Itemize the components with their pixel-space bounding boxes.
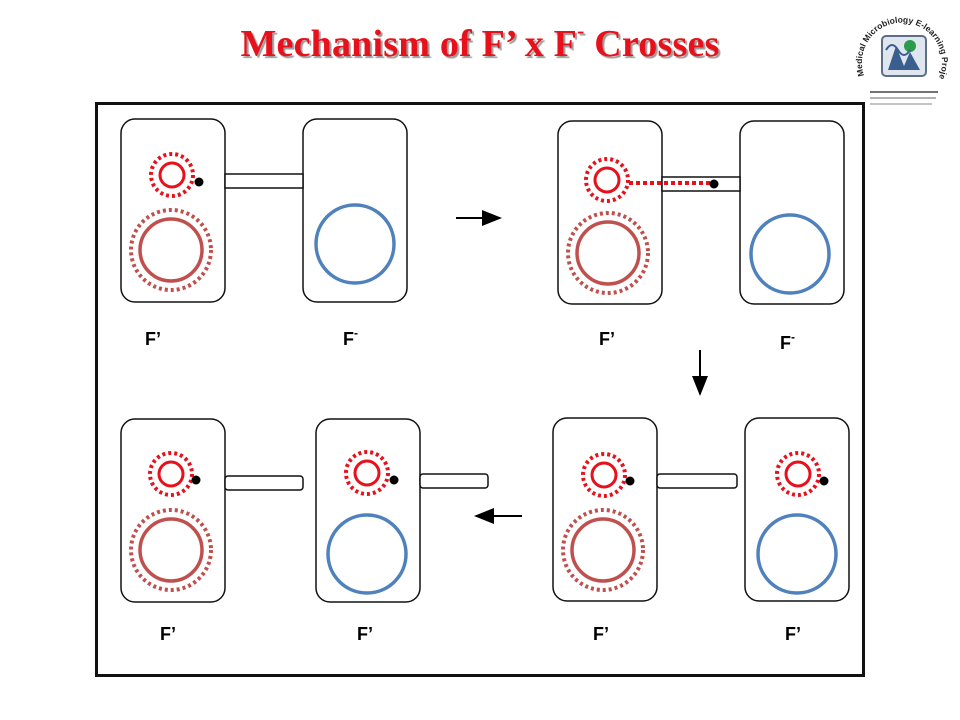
title-main: Mechanism of F’ x F [240, 23, 578, 65]
step-2-recipient-chromosome [749, 213, 831, 295]
step-3-recipient-cell [744, 417, 850, 602]
step-1-donor-origin-dot [194, 177, 204, 187]
step-3-recipient-chromosome [756, 513, 838, 595]
label-step2-recipient: F- [780, 330, 795, 353]
label-step1-recipient: F- [343, 326, 358, 349]
step-3-donor-cell [552, 417, 658, 602]
step-1-donor-chromosome [138, 217, 204, 283]
label-step2-donor: F’ [599, 329, 615, 349]
diagram-frame [95, 102, 865, 677]
title-suffix: Crosses [584, 23, 720, 65]
label-step3-recipient: F’ [785, 624, 801, 644]
step-4-pilus-right [419, 473, 489, 489]
step-3-recipient-plasmid [784, 460, 812, 488]
step-1-donor-cell [120, 118, 226, 303]
step-4-donor-cell [120, 418, 226, 603]
step-1-recipient-chromosome [314, 203, 396, 285]
step-2-donor-chromosome [575, 220, 641, 286]
label-step4-recipient: F’ [357, 624, 373, 644]
step-4-donor-chromosome [138, 517, 204, 583]
step-4-pilus-left [224, 475, 304, 491]
logo-seal-icon: Medical Microbiology E-learning Project [848, 6, 950, 105]
step-2-donor-plasmid [593, 166, 621, 194]
label-step1-donor: F’ [145, 329, 161, 349]
step-2-donor-cell [557, 120, 663, 305]
step-3-donor-chromosome [570, 517, 636, 583]
step-1-recipient-cell [302, 118, 408, 303]
step-4-donor-plasmid [157, 460, 185, 488]
page-title: Mechanism of F’ x F- Crosses [0, 18, 960, 66]
step-3-pilus [656, 473, 738, 489]
step-4-recipient-plasmid [353, 459, 381, 487]
step-4-recipient-cell [315, 418, 421, 603]
label-step4-donor: F’ [160, 624, 176, 644]
step-2-recipient-cell [739, 120, 845, 305]
step-4-recipient-chromosome [326, 513, 408, 595]
title-superscript: - [577, 18, 585, 44]
step-1-donor-plasmid [158, 161, 186, 189]
step-1-pilus [224, 173, 304, 189]
label-step3-donor: F’ [593, 624, 609, 644]
step-3-donor-plasmid [590, 461, 618, 489]
step-2-origin-dot [709, 179, 719, 189]
